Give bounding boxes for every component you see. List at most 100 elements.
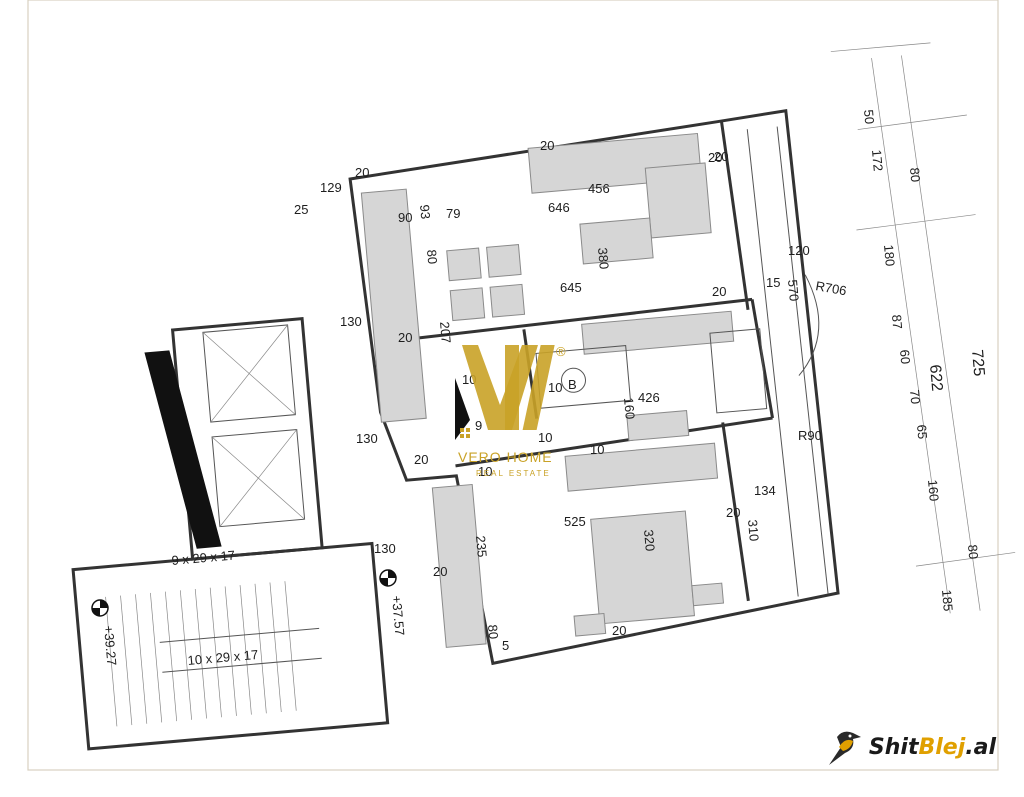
stair-label: 10 x 29 x 17 — [187, 647, 259, 668]
dim-label: 130 — [340, 314, 362, 329]
dim-label: 160 — [621, 397, 638, 420]
nightstand — [691, 582, 725, 607]
dim-label: 90 — [398, 210, 412, 225]
dining-chair — [449, 287, 486, 322]
balcony-line — [746, 129, 799, 597]
dim-label: 456 — [588, 181, 610, 196]
elevator-shaft-1 — [202, 324, 296, 423]
vero-home-watermark: ® VERO HOME REAL ESTATE — [455, 344, 566, 478]
sink — [626, 409, 690, 442]
dim-label: 134 — [754, 483, 776, 498]
apartment-outline — [348, 109, 840, 666]
balcony-line — [776, 126, 829, 594]
dim-label: 70 — [907, 389, 923, 405]
logo-part-1: Shit — [868, 734, 919, 760]
dim-label: 235 — [473, 535, 490, 558]
dim-label: 320 — [641, 529, 658, 552]
dim-label: 160 — [925, 479, 942, 502]
dim-label: 20 — [712, 284, 726, 299]
dim-label: 380 — [595, 247, 612, 270]
dim-label: 20 — [714, 149, 728, 164]
watermark-tagline: REAL ESTATE — [476, 469, 551, 478]
dim-label: 426 — [638, 390, 660, 405]
wardrobe — [581, 310, 735, 355]
dim-label: 15 — [766, 275, 780, 290]
dim-label: 79 — [446, 206, 460, 221]
dim-label: 87 — [889, 314, 905, 330]
dim-label: 10 — [478, 464, 492, 479]
dim-label: 646 — [548, 200, 570, 215]
dim-label: 185 — [939, 589, 956, 612]
dim-label: 130 — [374, 541, 396, 556]
dim-label: 25 — [294, 202, 308, 217]
watermark-registered: ® — [556, 344, 566, 359]
shaft-shade — [144, 350, 222, 549]
dim-label: 20 — [414, 452, 428, 467]
partition — [719, 121, 750, 310]
hallway-closet — [431, 483, 487, 648]
dim-label: 130 — [356, 431, 378, 446]
dim-label: 10 — [538, 430, 552, 445]
shitblej-wordmark: ShitBlej.al — [869, 735, 996, 760]
dim-label: 525 — [564, 514, 586, 529]
shitblej-logo[interactable]: ShitBlej.al — [825, 727, 996, 767]
dim-label: 20 — [398, 330, 412, 345]
partition — [455, 416, 773, 468]
dim-label: 20 — [540, 138, 554, 153]
dim-label: 180 — [881, 244, 898, 267]
dim-label: 50 — [861, 109, 877, 125]
coffee-table — [579, 217, 654, 265]
stair-treads — [105, 581, 297, 727]
dim-label: 570 — [785, 279, 802, 302]
sofa-chaise — [644, 162, 712, 239]
stair-block — [71, 541, 390, 751]
dim-label: 5 — [502, 638, 509, 653]
bidet — [560, 367, 586, 393]
dim-label: 120 — [788, 243, 810, 258]
dining-chair — [446, 247, 482, 282]
dim-label: 172 — [869, 149, 886, 172]
dim-label: 20 — [612, 623, 626, 638]
dim-label: 80 — [485, 624, 501, 640]
elevator-shaft-2 — [211, 429, 306, 528]
dim-label: 622 — [926, 364, 945, 392]
dim-label: R706 — [814, 278, 847, 298]
dimension-lines — [830, 42, 1016, 614]
arc-r706 — [798, 274, 820, 376]
level-marker-right: +37.57 — [379, 569, 407, 636]
double-bed — [590, 510, 695, 625]
paper-border — [27, 0, 999, 771]
bed-wardrobe — [564, 442, 719, 492]
dim-label: 65 — [914, 424, 930, 440]
dim-label: 645 — [560, 280, 582, 295]
dim-label: B — [568, 377, 577, 392]
level-marker-left: +39.27 — [91, 599, 119, 666]
dim-label: 10 — [548, 380, 562, 395]
dim-label: 20 — [726, 505, 740, 520]
dim-label: 725 — [968, 349, 987, 377]
dim-label: 20 — [708, 150, 722, 165]
dim-label: 10 — [590, 442, 604, 457]
dim-label: 20 — [433, 564, 447, 579]
dim-label: 60 — [897, 349, 913, 365]
logo-part-2: Blej — [918, 734, 966, 760]
dim-label: 80 — [965, 544, 981, 560]
dining-chair — [489, 283, 526, 318]
dim-label: R90 — [798, 428, 822, 443]
plan-body — [71, 42, 1016, 751]
nightstand — [573, 612, 607, 637]
dimension-labels: 50 172 80 180 120 87 60 70 65 160 80 185… — [171, 109, 987, 668]
dim-label: 93 — [417, 204, 433, 220]
dim-label: 80 — [907, 167, 923, 183]
stair-divider — [159, 627, 320, 643]
dining-chair — [486, 244, 522, 278]
watermark-brand: VERO HOME — [458, 449, 553, 465]
stair-divider — [162, 657, 322, 673]
stair-label: 9 x 29 x 17 — [171, 548, 236, 568]
shower — [709, 328, 768, 414]
level-label: +39.27 — [101, 625, 119, 666]
bird-icon — [828, 731, 861, 765]
partition — [394, 297, 753, 343]
watermark-house-shape — [455, 378, 470, 440]
